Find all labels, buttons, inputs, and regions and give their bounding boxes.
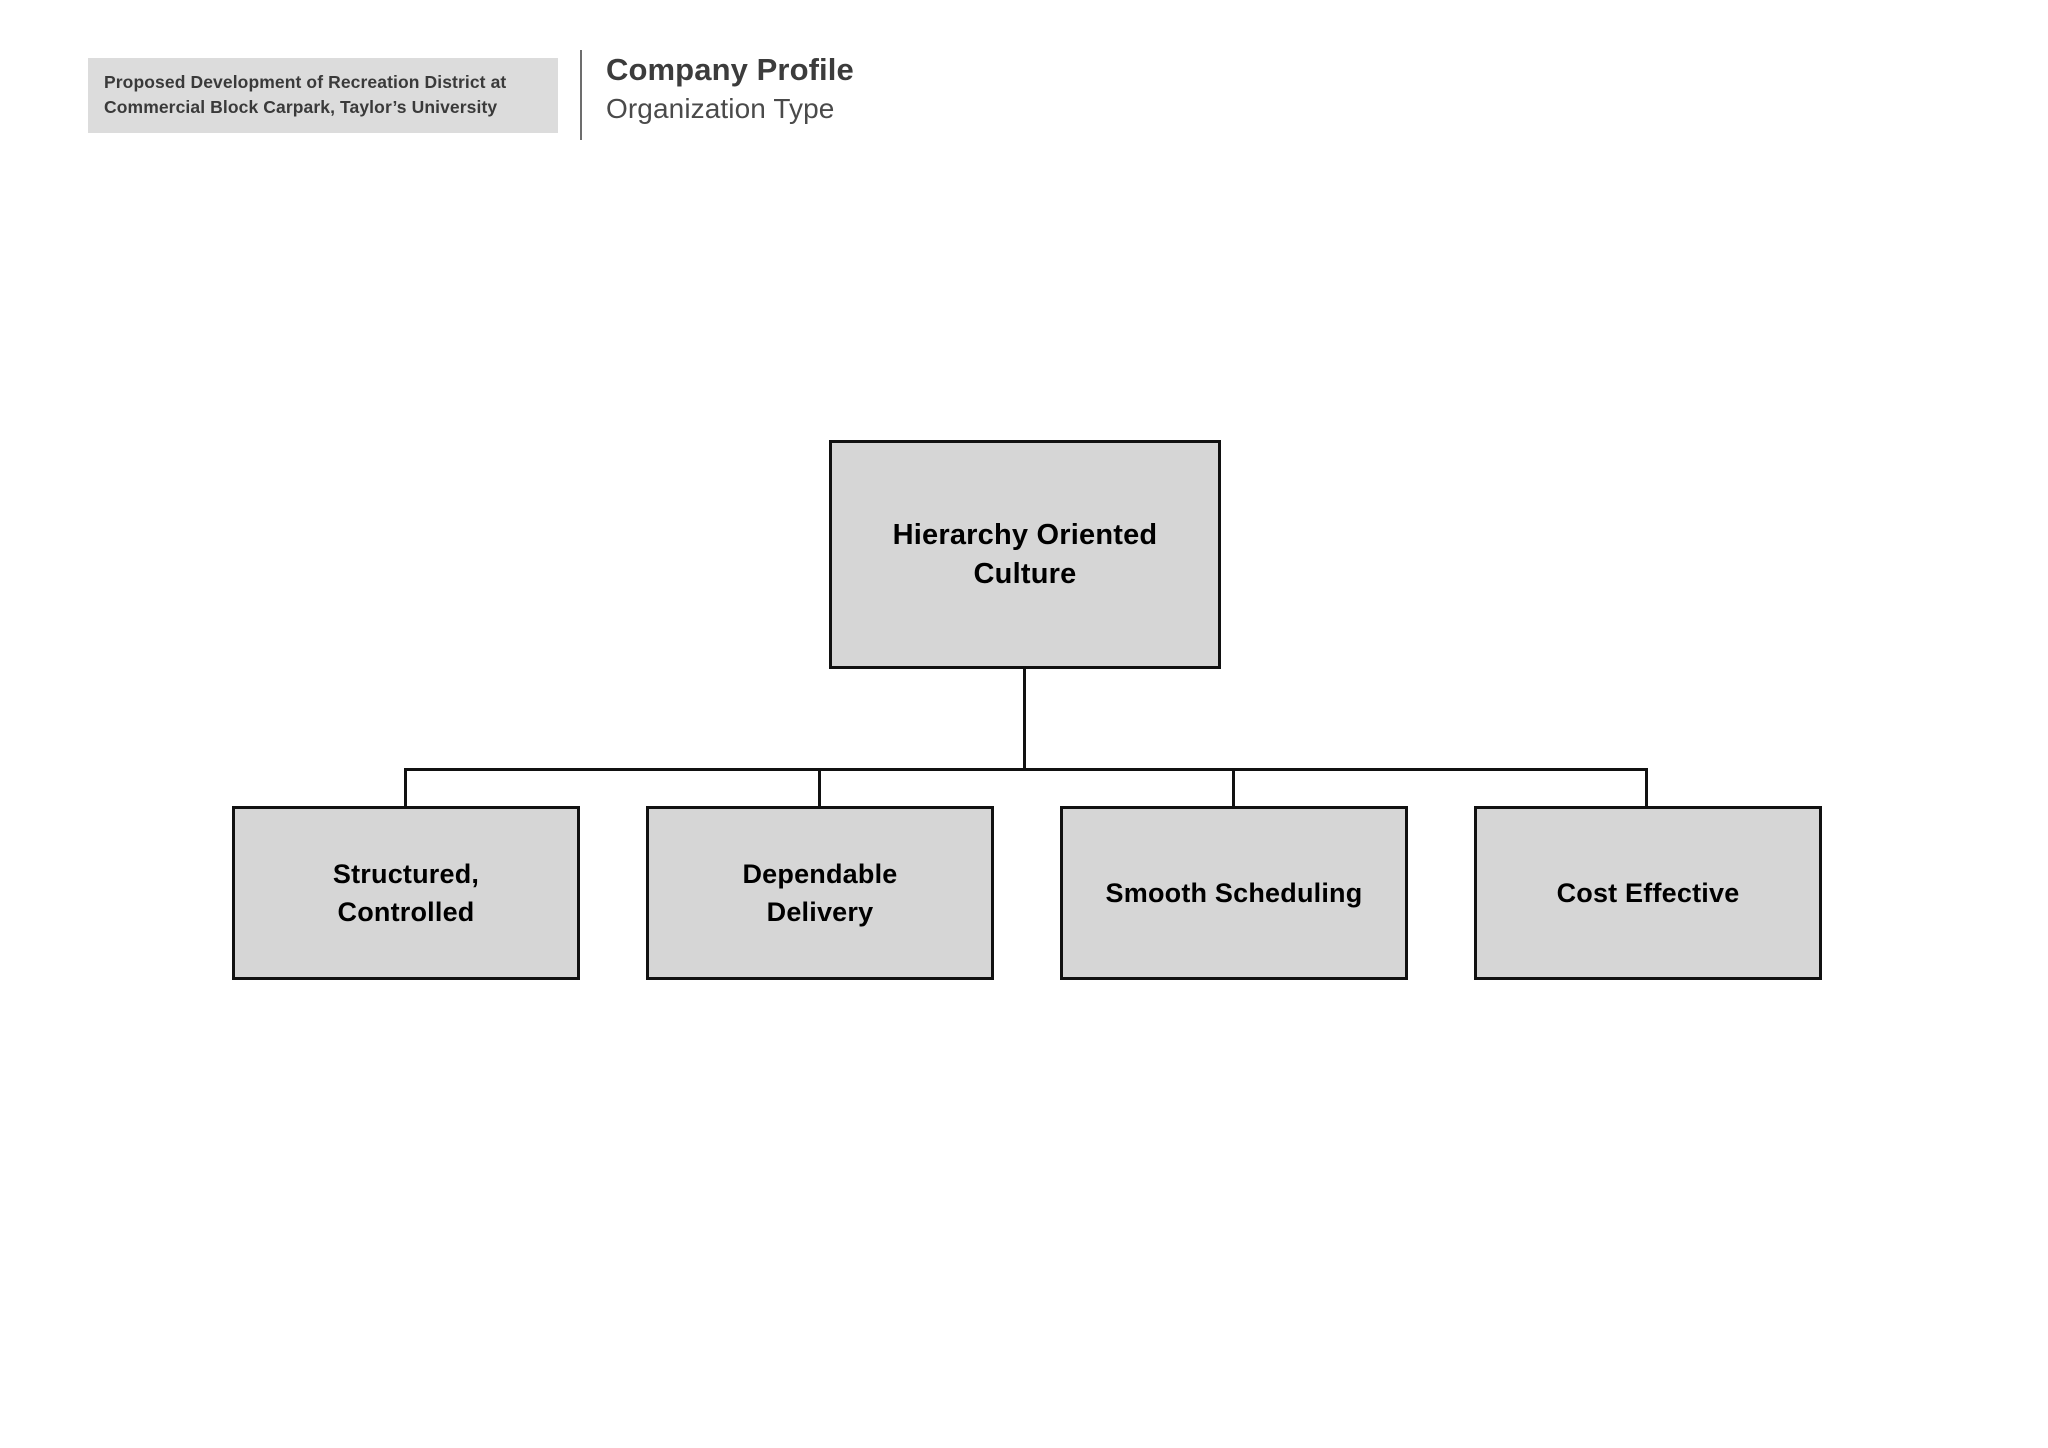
page-header: Proposed Development of Recreation Distr… (0, 0, 2048, 160)
org-node-smooth-scheduling[interactable]: Smooth Scheduling (1060, 806, 1408, 980)
connector-root-stem (1023, 669, 1026, 770)
org-node-child-0-label: Structured, Controlled (332, 859, 480, 927)
org-node-dependable-delivery[interactable]: Dependable Delivery (646, 806, 994, 980)
org-node-cost-effective[interactable]: Cost Effective (1474, 806, 1822, 980)
org-node-root[interactable]: Hierarchy Oriented Culture (829, 440, 1221, 669)
org-node-child-3-label: Cost Effective (1556, 878, 1740, 908)
page-subtitle: Organization Type (606, 93, 835, 124)
project-title-tag: Proposed Development of Recreation Distr… (88, 58, 558, 133)
connector-drop-child-3 (1645, 768, 1648, 808)
org-node-child-1-label: Dependable Delivery (742, 859, 898, 927)
project-title-line-1: Proposed Development of Recreation Distr… (104, 72, 507, 92)
org-node-root-label: Hierarchy Oriented Culture (892, 518, 1158, 590)
connector-drop-child-1 (818, 768, 821, 808)
connector-drop-child-0 (404, 768, 407, 808)
org-node-structured-controlled[interactable]: Structured, Controlled (232, 806, 580, 980)
org-node-child-2-label: Smooth Scheduling (1105, 878, 1363, 908)
connector-drop-child-2 (1232, 768, 1235, 808)
page-title: Company Profile (606, 52, 854, 87)
connector-horizontal-bus (404, 768, 1648, 771)
header-title-block: Company Profile Organization Type (606, 50, 854, 128)
project-title-line-2: Commercial Block Carpark, Taylor’s Unive… (104, 97, 498, 117)
header-divider (580, 50, 582, 140)
